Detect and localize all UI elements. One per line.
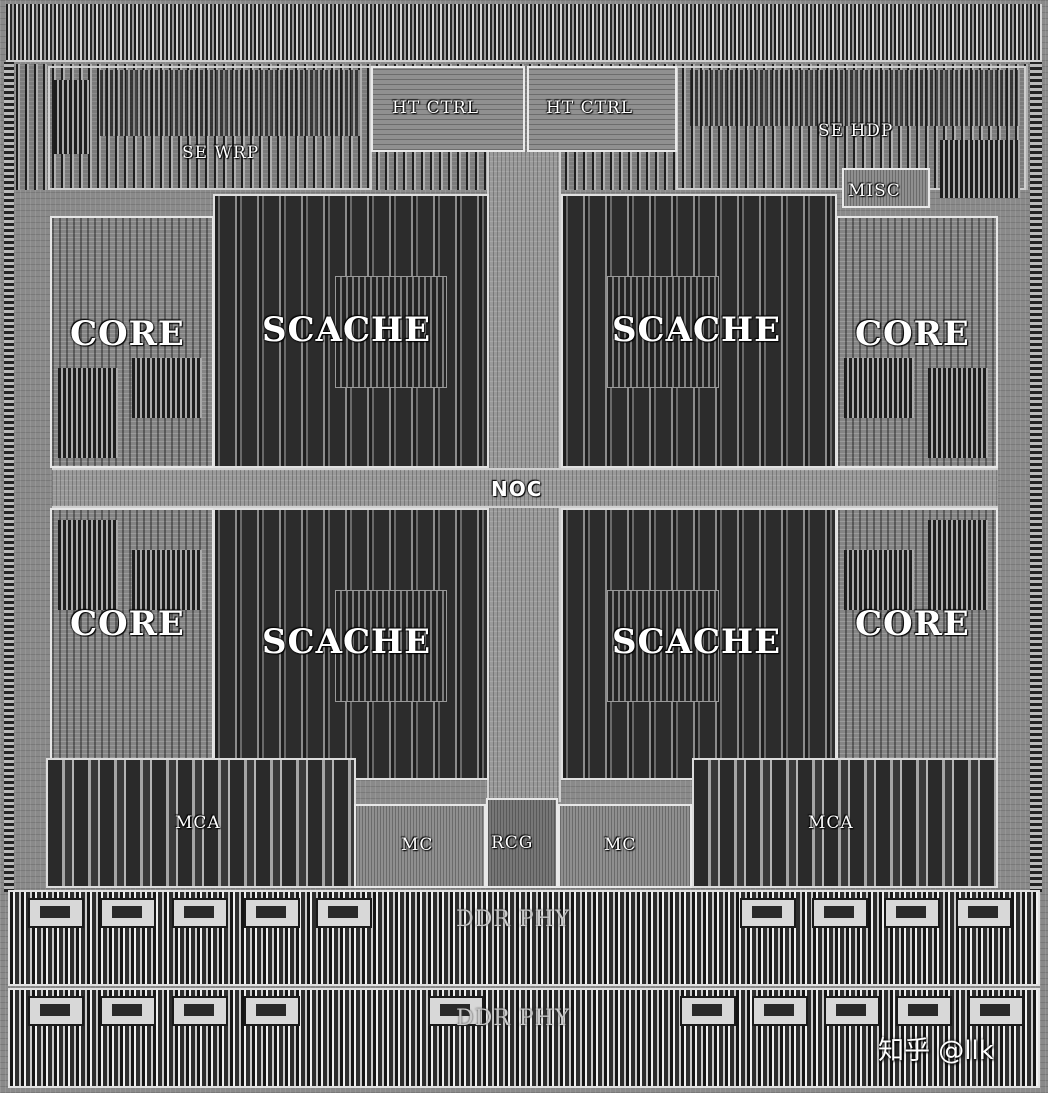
scache-bottom-right <box>561 508 837 780</box>
scache-bottom-left-label: SCACHE <box>262 622 432 662</box>
phy-cell <box>824 996 880 1026</box>
misc-label: MISC <box>848 181 901 201</box>
phy-cell <box>100 898 156 928</box>
misc-block <box>842 168 930 208</box>
core-top-right <box>836 216 998 468</box>
ht-ctrl-left-block <box>371 66 525 152</box>
phy-cell <box>428 996 484 1026</box>
mc-right-block <box>558 804 692 888</box>
core-bottom-left <box>50 508 214 760</box>
scache-top-left-label: SCACHE <box>262 310 432 350</box>
noc-label: NOC <box>491 477 543 501</box>
mc-left-block <box>354 804 486 888</box>
phy-cell <box>172 898 228 928</box>
phy-cell <box>680 996 736 1026</box>
phy-cell <box>812 898 868 928</box>
core-bottom-right-label: CORE <box>855 604 970 644</box>
scache-top-left <box>213 194 489 468</box>
phy-cell <box>28 996 84 1026</box>
phy-cell <box>172 996 228 1026</box>
mca-left-block <box>46 758 356 888</box>
phy-cell <box>896 996 952 1026</box>
rcg-label: RCG <box>491 833 534 853</box>
phy-cell <box>316 898 372 928</box>
phy-cell <box>740 898 796 928</box>
pad-ring-left <box>4 62 14 892</box>
ht-ctrl-right-label: HT CTRL <box>546 98 634 118</box>
scache-bottom-left <box>213 508 489 780</box>
core-top-left-label: CORE <box>70 314 185 354</box>
ht-ctrl-right-block <box>527 66 677 152</box>
logic-patch <box>940 140 1020 198</box>
scache-top-right-label: SCACHE <box>612 310 782 350</box>
mca-right-label: MCA <box>808 813 854 833</box>
scache-top-right <box>561 194 837 468</box>
core-top-right-label: CORE <box>855 314 970 354</box>
se-hdp-label: SE HDP <box>818 121 894 141</box>
logic-patch <box>54 80 90 154</box>
core-bottom-right <box>836 508 998 760</box>
pad-ring-right <box>1030 62 1042 892</box>
ht-ctrl-left-label: HT CTRL <box>392 98 480 118</box>
phy-cell <box>752 996 808 1026</box>
logic-patch <box>690 70 1020 126</box>
phy-cell <box>956 898 1012 928</box>
phy-cell <box>968 996 1024 1026</box>
phy-cell <box>100 996 156 1026</box>
core-bottom-left-label: CORE <box>70 604 185 644</box>
logic-patch <box>100 70 360 136</box>
mca-right-block <box>692 758 998 888</box>
pad-ring-top <box>6 4 1042 62</box>
phy-cell <box>28 898 84 928</box>
se-wrp-label: SE WRP <box>182 143 260 163</box>
mca-left-label: MCA <box>175 813 221 833</box>
rcg-block <box>486 798 558 888</box>
scache-bottom-right-label: SCACHE <box>612 622 782 662</box>
phy-cell <box>244 996 300 1026</box>
mc-right-label: MC <box>604 835 637 855</box>
phy-cell <box>244 898 300 928</box>
watermark-text: 知乎 @llk <box>878 1036 994 1066</box>
noc-horizontal <box>52 468 998 508</box>
ddr-phy-bottom-label: DDR PHY <box>456 1006 571 1031</box>
mc-left-label: MC <box>401 835 434 855</box>
phy-cell <box>884 898 940 928</box>
ddr-phy-top-label: DDR PHY <box>456 907 571 932</box>
